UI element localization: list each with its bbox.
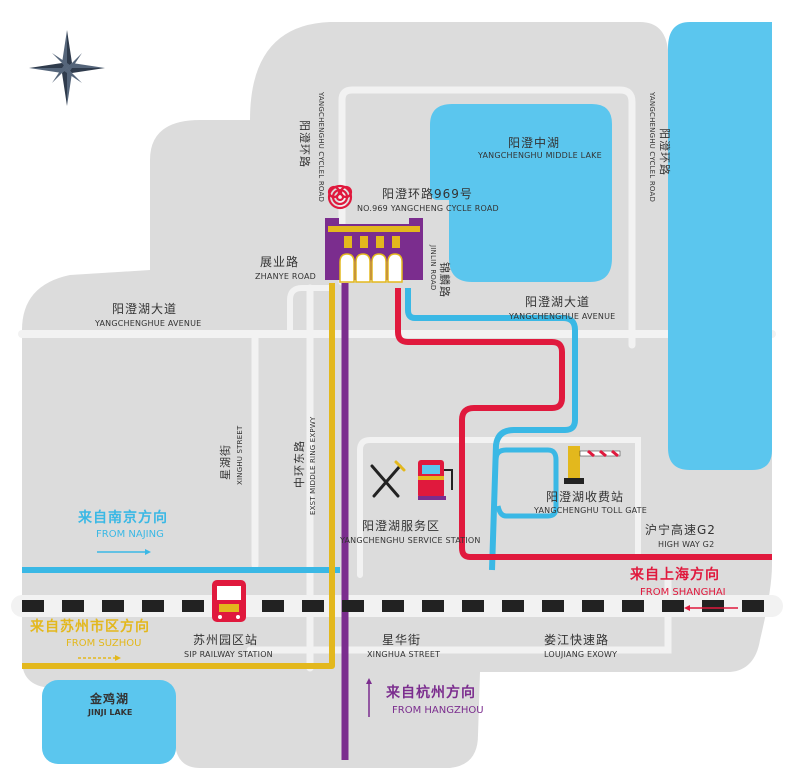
- east-lake: [668, 22, 772, 470]
- cycle-road-east-label: 阳澄环路: [658, 128, 671, 176]
- jinji-lake-label: 金鸡湖: [90, 692, 130, 706]
- cycle-road: [338, 86, 636, 349]
- avenue-west-label: 阳澄湖大道: [112, 302, 178, 316]
- compass-rose-icon: [29, 30, 105, 106]
- middle-lake-label: 阳澄中湖: [508, 136, 561, 150]
- address-label: 阳澄环路969号: [382, 187, 473, 201]
- yangcheng-gate-icon: [325, 218, 423, 283]
- route-lines: [22, 283, 772, 760]
- water-bodies: [42, 22, 772, 764]
- route-blue-service: [405, 288, 578, 571]
- jinlin-road-label-en: JINLIN ROAD: [429, 245, 437, 291]
- jinji-lake-label-en: JINJI LAKE: [88, 708, 133, 717]
- route-from-suzhou: [22, 283, 335, 669]
- loujiang-label: 娄江快速路: [544, 633, 610, 647]
- service-station-label: 阳澄湖服务区: [362, 519, 441, 533]
- service-station-label-en: YANGCHENGHU SERVICE STATION: [340, 536, 481, 545]
- cycle-road-west-label-en: YANGCHENGHU CYCLEL ROAD: [317, 92, 325, 203]
- direction-arrows: [78, 549, 738, 717]
- zhanye-road-label-en: ZHANYE ROAD: [255, 272, 316, 281]
- sip-station-label: 苏州园区站: [193, 633, 259, 647]
- from-suzhou-label-en: FROM SUZHOU: [66, 638, 142, 649]
- toll-gate-label: 阳澄湖收费站: [546, 490, 625, 504]
- sip-station-label-en: SIP RAILWAY STATION: [184, 650, 273, 659]
- toll-gate-label-en: YANGCHENGHU TOLL GATE: [534, 506, 648, 515]
- middle-ring-label-en: EXST MIDDLE RING EXPWY: [309, 416, 317, 515]
- xinghua-street-label: 星华街: [382, 633, 422, 647]
- g2-label-en: HIGH WAY G2: [658, 540, 715, 549]
- middle-ring-label: 中环东路: [293, 440, 306, 488]
- xinghu-street-label-en: XINGHU STREET: [236, 425, 244, 485]
- spiral-logo-icon: [327, 184, 353, 210]
- service-area-road: [357, 437, 641, 578]
- avenue-west-label-en: YANGCHENGHUE AVENUE: [95, 319, 202, 328]
- toll-barrier-icon: [564, 446, 621, 484]
- from-nanjing-label: 来自南京方向: [78, 510, 168, 526]
- jinlin-road-label: 锦麟路: [438, 262, 451, 298]
- xinghua-street-label-en: XINGHUA STREET: [367, 650, 441, 659]
- zhanye-road-connector: [287, 285, 333, 338]
- middle-lake-label-en: YANGCHENGHU MIDDLE LAKE: [478, 151, 602, 160]
- from-shanghai-label: 来自上海方向: [630, 567, 720, 583]
- cycle-road-east-label-en: YANGCHENGHU CYCLEL ROAD: [648, 92, 656, 203]
- from-shanghai-label-en: FROM SHANGHAI: [640, 587, 726, 598]
- route-blue-loop: [493, 447, 559, 519]
- from-suzhou-label: 来自苏州市区方向: [30, 619, 150, 635]
- from-hangzhou-label: 来自杭州方向: [386, 685, 476, 701]
- jinji-lake: [42, 680, 176, 764]
- address-label-en: NO.969 YANGCHENG CYCLE ROAD: [357, 204, 499, 213]
- from-nanjing-label-en: FROM NAJING: [96, 529, 164, 540]
- loujiang-label-en: LOUJIANG EXOWY: [544, 650, 618, 659]
- from-hangzhou-label-en: FROM HANGZHOU: [392, 705, 484, 716]
- zhanye-road-label: 展业路: [260, 255, 300, 269]
- yangchenghu-middle-lake: [430, 104, 612, 282]
- xinghu-street-label: 星湖街: [219, 444, 232, 480]
- cycle-road-west-label: 阳澄环路: [298, 120, 311, 168]
- avenue-east-label: 阳澄湖大道: [525, 295, 591, 309]
- g2-label: 沪宁高速G2: [645, 523, 716, 537]
- train-icon: [212, 580, 246, 622]
- fuel-pump-icon: [418, 460, 453, 500]
- route-from-shanghai: [395, 288, 772, 560]
- fork-knife-icon: [370, 460, 406, 498]
- avenue-east-label-en: YANGCHENGHUE AVENUE: [509, 312, 616, 321]
